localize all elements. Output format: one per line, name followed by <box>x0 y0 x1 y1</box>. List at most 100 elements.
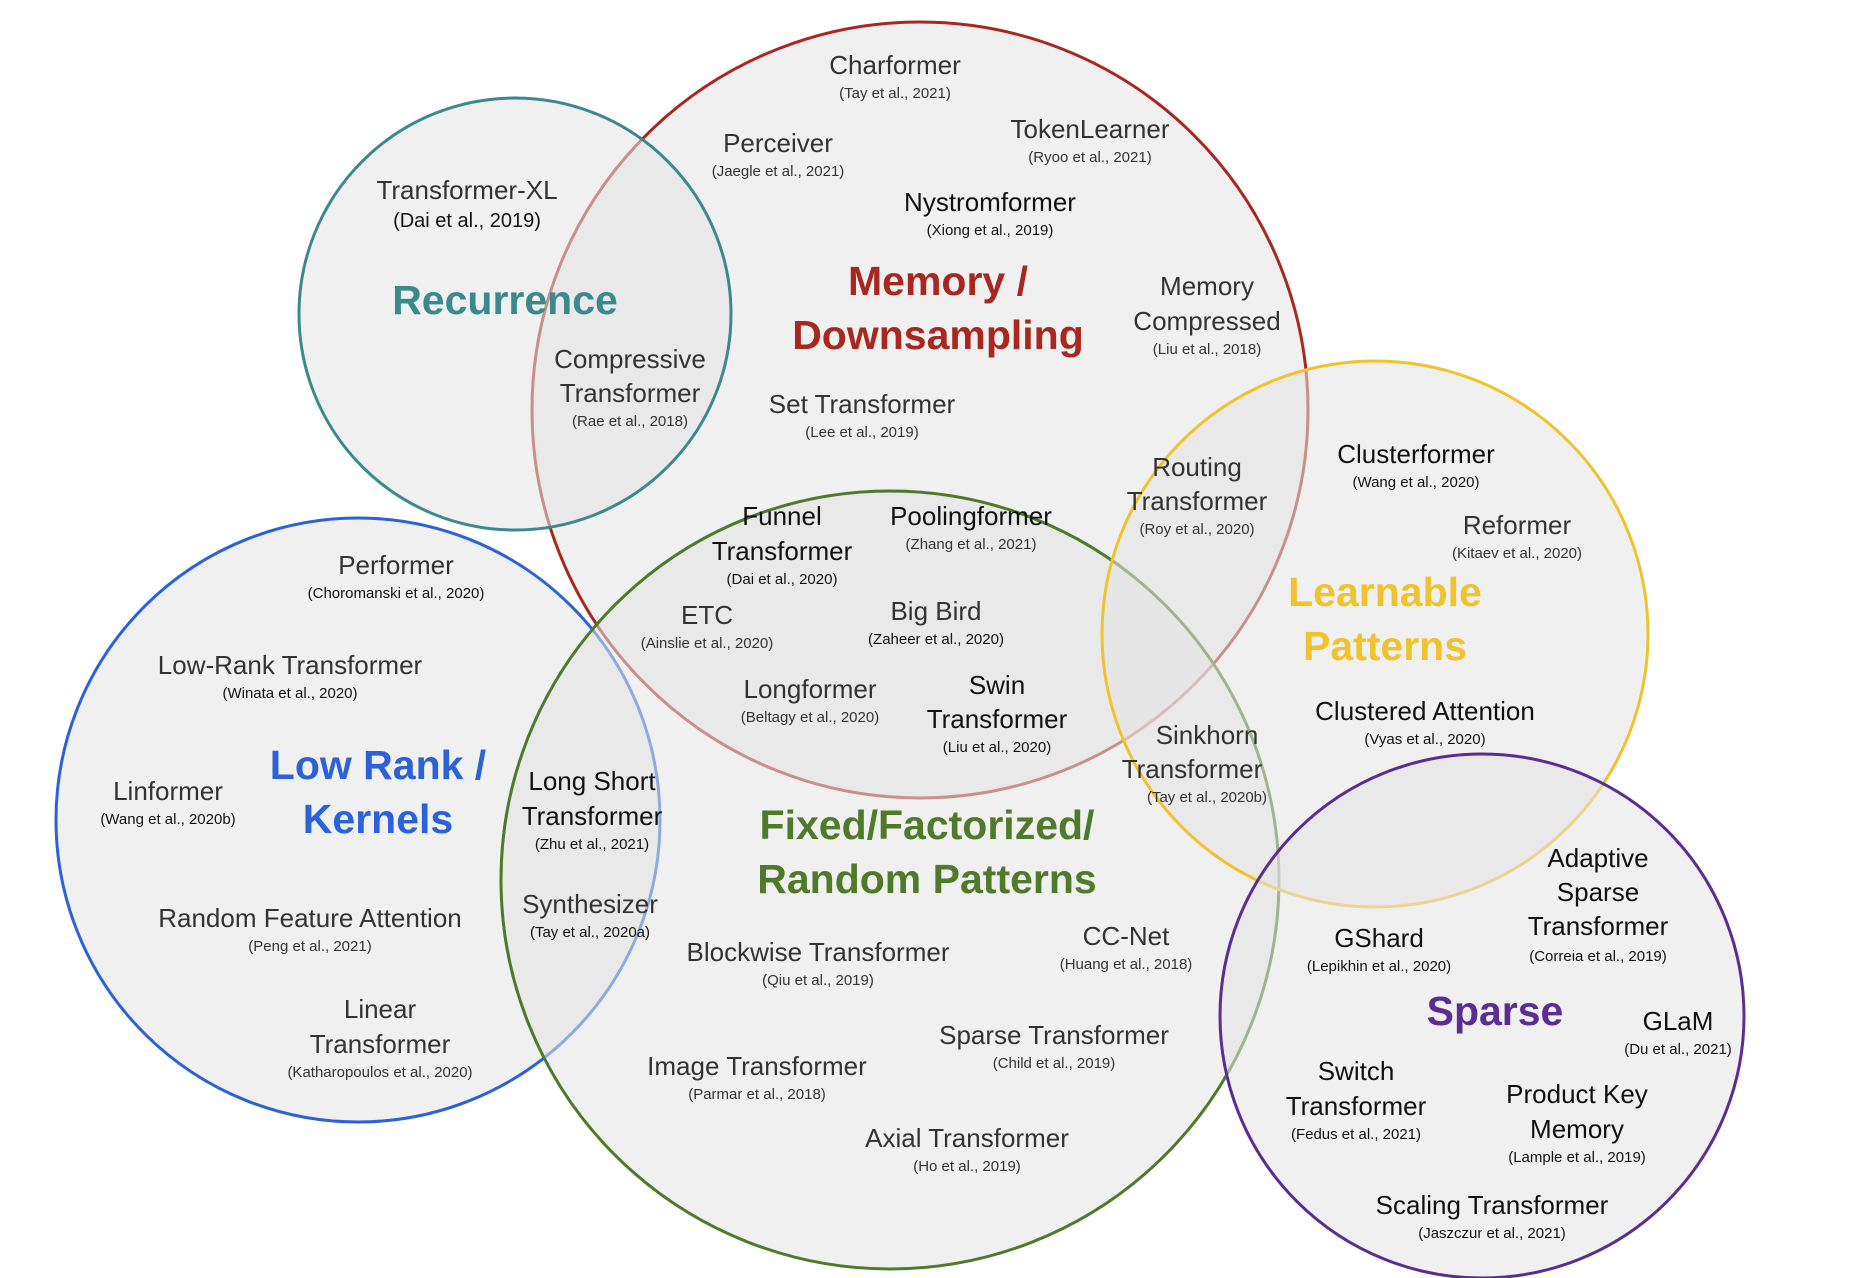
cite-clustered-attention: (Vyas et al., 2020) <box>1364 731 1485 748</box>
category-low-rank-line2: Kernels <box>303 796 453 842</box>
model-memory-compressed-line2: Compressed <box>1133 306 1280 336</box>
category-sparse: Sparse <box>1427 988 1564 1034</box>
model-tokenlearner: TokenLearner <box>1011 114 1170 144</box>
cite-transformer-xl: (Dai et al., 2019) <box>393 210 541 232</box>
model-transformer-xl: Transformer-XL <box>376 175 557 205</box>
model-funnel-line2: Transformer <box>712 536 853 566</box>
model-routing-line1: Routing <box>1152 452 1242 482</box>
model-labels: Charformer (Tay et al., 2021) Perceiver … <box>100 50 1731 1242</box>
model-glam: GLaM <box>1643 1006 1714 1036</box>
model-set-transformer: Set Transformer <box>769 389 956 419</box>
model-product-key-line2: Memory <box>1530 1114 1624 1144</box>
model-reformer: Reformer <box>1463 510 1572 540</box>
model-poolingformer: Poolingformer <box>890 501 1052 531</box>
model-blockwise: Blockwise Transformer <box>687 937 950 967</box>
model-routing-line2: Transformer <box>1127 486 1268 516</box>
model-funnel-line1: Funnel <box>742 501 822 531</box>
model-random-feature-attention: Random Feature Attention <box>158 903 462 933</box>
category-fixed-line1: Fixed/Factorized/ <box>760 802 1095 848</box>
cite-ccnet: (Huang et al., 2018) <box>1060 956 1193 973</box>
cite-image-transformer: (Parmar et al., 2018) <box>688 1086 826 1103</box>
cite-etc: (Ainslie et al., 2020) <box>641 635 774 652</box>
model-image-transformer: Image Transformer <box>647 1051 867 1081</box>
cite-gshard: (Lepikhin et al., 2020) <box>1307 958 1451 975</box>
cite-synthesizer: (Tay et al., 2020a) <box>530 924 650 941</box>
model-sparse-transformer: Sparse Transformer <box>939 1020 1169 1050</box>
cite-memory-compressed: (Liu et al., 2018) <box>1153 341 1261 358</box>
circle-recurrence <box>297 96 733 532</box>
cite-swin: (Liu et al., 2020) <box>943 739 1051 756</box>
category-low-rank-line1: Low Rank / <box>270 742 486 788</box>
model-clusterformer: Clusterformer <box>1337 439 1495 469</box>
model-low-rank-transformer: Low-Rank Transformer <box>158 650 423 680</box>
model-linear-transformer-line2: Transformer <box>310 1029 451 1059</box>
model-long-short-line1: Long Short <box>528 766 656 796</box>
model-adaptive-sparse-line2: Sparse <box>1557 877 1639 907</box>
cite-perceiver: (Jaegle et al., 2021) <box>712 163 845 180</box>
cite-low-rank-transformer: (Winata et al., 2020) <box>222 685 357 702</box>
cite-sinkhorn: (Tay et al., 2020b) <box>1147 789 1267 806</box>
model-gshard: GShard <box>1334 923 1424 953</box>
model-linformer: Linformer <box>113 776 223 806</box>
model-etc: ETC <box>681 600 733 630</box>
circle-sparse <box>1218 752 1746 1278</box>
model-sinkhorn-line1: Sinkhorn <box>1156 720 1259 750</box>
cite-long-short: (Zhu et al., 2021) <box>535 836 649 853</box>
cite-product-key: (Lample et al., 2019) <box>1508 1149 1646 1166</box>
model-charformer: Charformer <box>829 50 961 80</box>
model-axial-transformer: Axial Transformer <box>865 1123 1069 1153</box>
cite-sparse-transformer: (Child et al., 2019) <box>993 1055 1116 1072</box>
model-scaling-transformer: Scaling Transformer <box>1376 1190 1609 1220</box>
category-titles: Recurrence Memory / Downsampling Low Ran… <box>270 258 1564 1034</box>
category-memory-line1: Memory / <box>848 258 1028 304</box>
cite-glam: (Du et al., 2021) <box>1624 1041 1732 1058</box>
cite-funnel: (Dai et al., 2020) <box>727 571 838 588</box>
model-clustered-attention: Clustered Attention <box>1315 696 1535 726</box>
category-circles <box>54 20 1746 1278</box>
model-synthesizer: Synthesizer <box>522 889 658 919</box>
model-adaptive-sparse-line3: Transformer <box>1528 911 1669 941</box>
cite-scaling-transformer: (Jaszczur et al., 2021) <box>1418 1225 1566 1242</box>
model-memory-compressed-line1: Memory <box>1160 271 1254 301</box>
category-learnable-line1: Learnable <box>1288 569 1482 615</box>
category-memory-line2: Downsampling <box>792 312 1084 358</box>
cite-compressive: (Rae et al., 2018) <box>572 413 688 430</box>
cite-tokenlearner: (Ryoo et al., 2021) <box>1028 149 1151 166</box>
model-swin-line2: Transformer <box>927 704 1068 734</box>
cite-performer: (Choromanski et al., 2020) <box>308 585 485 602</box>
cite-clusterformer: (Wang et al., 2020) <box>1352 474 1479 491</box>
model-linear-transformer-line1: Linear <box>344 994 417 1024</box>
model-compressive-line1: Compressive <box>554 344 706 374</box>
model-sinkhorn-line2: Transformer <box>1122 754 1263 784</box>
cite-big-bird: (Zaheer et al., 2020) <box>868 631 1004 648</box>
cite-nystromformer: (Xiong et al., 2019) <box>927 222 1054 239</box>
model-swin-line1: Swin <box>969 670 1025 700</box>
cite-switch: (Fedus et al., 2021) <box>1291 1126 1421 1143</box>
category-learnable-line2: Patterns <box>1303 623 1467 669</box>
model-nystromformer: Nystromformer <box>904 187 1076 217</box>
category-fixed-line2: Random Patterns <box>757 856 1096 902</box>
cite-set-transformer: (Lee et al., 2019) <box>805 424 918 441</box>
model-longformer: Longformer <box>744 674 877 704</box>
model-switch-line1: Switch <box>1318 1056 1395 1086</box>
model-ccnet: CC-Net <box>1083 921 1170 951</box>
cite-routing: (Roy et al., 2020) <box>1139 521 1254 538</box>
cite-linformer: (Wang et al., 2020b) <box>100 811 235 828</box>
model-compressive-line2: Transformer <box>560 378 701 408</box>
model-big-bird: Big Bird <box>890 596 981 626</box>
cite-adaptive-sparse: (Correia et al., 2019) <box>1529 948 1667 965</box>
cite-longformer: (Beltagy et al., 2020) <box>741 709 879 726</box>
cite-blockwise: (Qiu et al., 2019) <box>762 972 874 989</box>
cite-axial-transformer: (Ho et al., 2019) <box>913 1158 1021 1175</box>
cite-poolingformer: (Zhang et al., 2021) <box>906 536 1037 553</box>
model-perceiver: Perceiver <box>723 128 833 158</box>
cite-reformer: (Kitaev et al., 2020) <box>1452 545 1582 562</box>
model-switch-line2: Transformer <box>1286 1091 1427 1121</box>
cite-charformer: (Tay et al., 2021) <box>839 85 951 102</box>
model-adaptive-sparse-line1: Adaptive <box>1547 843 1648 873</box>
cite-linear-transformer: (Katharopoulos et al., 2020) <box>287 1064 472 1081</box>
cite-random-feature-attention: (Peng et al., 2021) <box>248 938 371 955</box>
category-recurrence: Recurrence <box>392 277 618 323</box>
model-performer: Performer <box>338 550 454 580</box>
